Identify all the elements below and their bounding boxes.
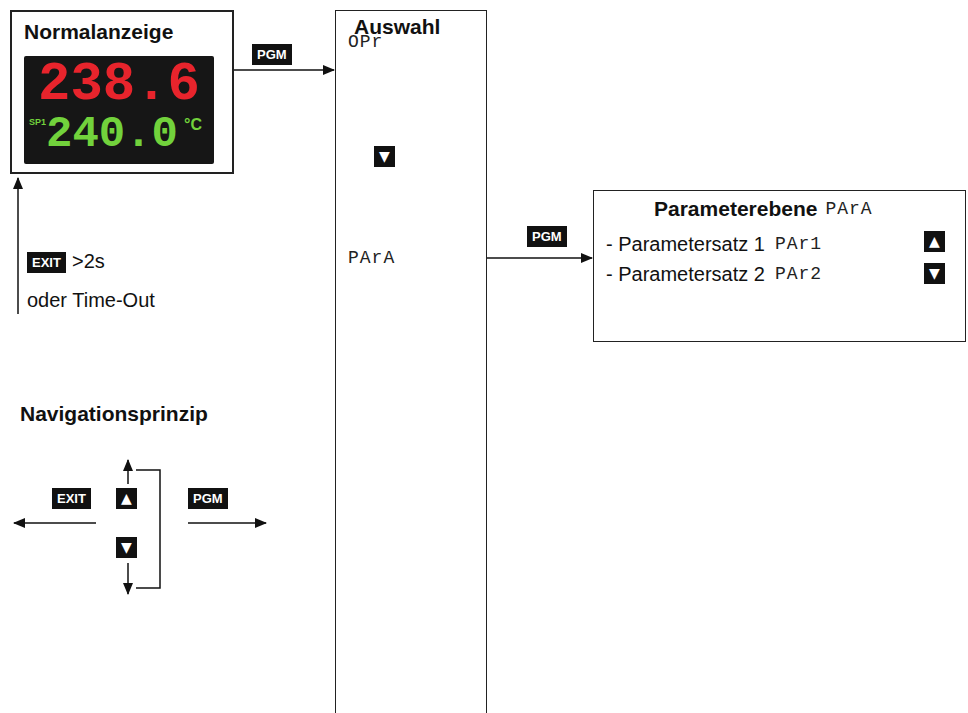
node-text: °C xyxy=(184,116,202,134)
key-exit: EXIT xyxy=(52,488,91,509)
key-down: ▼ xyxy=(374,146,395,167)
node-text: OPr xyxy=(348,33,383,53)
nav-up-arrow xyxy=(127,460,129,484)
section-heading: Navigationsprinzip xyxy=(20,402,208,425)
display-box: Normalanzeige 238.6SP1240.0 °C xyxy=(10,10,234,174)
node-text: PAr2 xyxy=(775,265,822,285)
key-pgm: PGM xyxy=(188,488,228,509)
parameter-level-box: Parameterebene PArA - Parametersatz 1 PAr1-… xyxy=(593,190,966,342)
key-symbol: ▼ xyxy=(924,263,945,284)
node-heading: Parameterebene xyxy=(654,197,817,220)
nav-left-arrow xyxy=(14,522,96,524)
node-text: - Parametersatz 1 xyxy=(606,233,765,255)
node-text: 240.0 xyxy=(46,112,178,156)
key-pgm: PGM xyxy=(252,44,292,65)
timeout-note: oder Time-Out xyxy=(27,289,155,311)
nav-bracket xyxy=(136,470,160,588)
hold-time: >2s xyxy=(72,250,105,272)
key-pgm: PGM xyxy=(527,226,567,247)
node-text: - Parametersatz 2 xyxy=(606,263,765,285)
node-text: PArA xyxy=(825,200,872,220)
node-heading: 238.6 xyxy=(38,58,200,112)
nav-right-arrow xyxy=(188,522,266,524)
key-down: ▼ xyxy=(116,537,137,558)
node-text: PAr1 xyxy=(775,235,822,255)
return-arrow xyxy=(17,178,19,314)
key-up: ▲ xyxy=(116,488,137,509)
node-text: PArA xyxy=(348,249,395,269)
node-text: SP1 xyxy=(29,118,46,128)
selection-column: AuswahlOPrPArA xyxy=(335,10,487,713)
controller-display: 238.6SP1240.0 °C xyxy=(24,56,214,164)
key-exit: EXIT xyxy=(27,252,66,273)
nav-down-arrow xyxy=(127,563,129,594)
flow-connector xyxy=(234,69,334,71)
key-symbol: ▲ xyxy=(924,231,945,252)
node-heading: Normalanzeige xyxy=(24,20,173,43)
flow-connector xyxy=(487,257,592,259)
